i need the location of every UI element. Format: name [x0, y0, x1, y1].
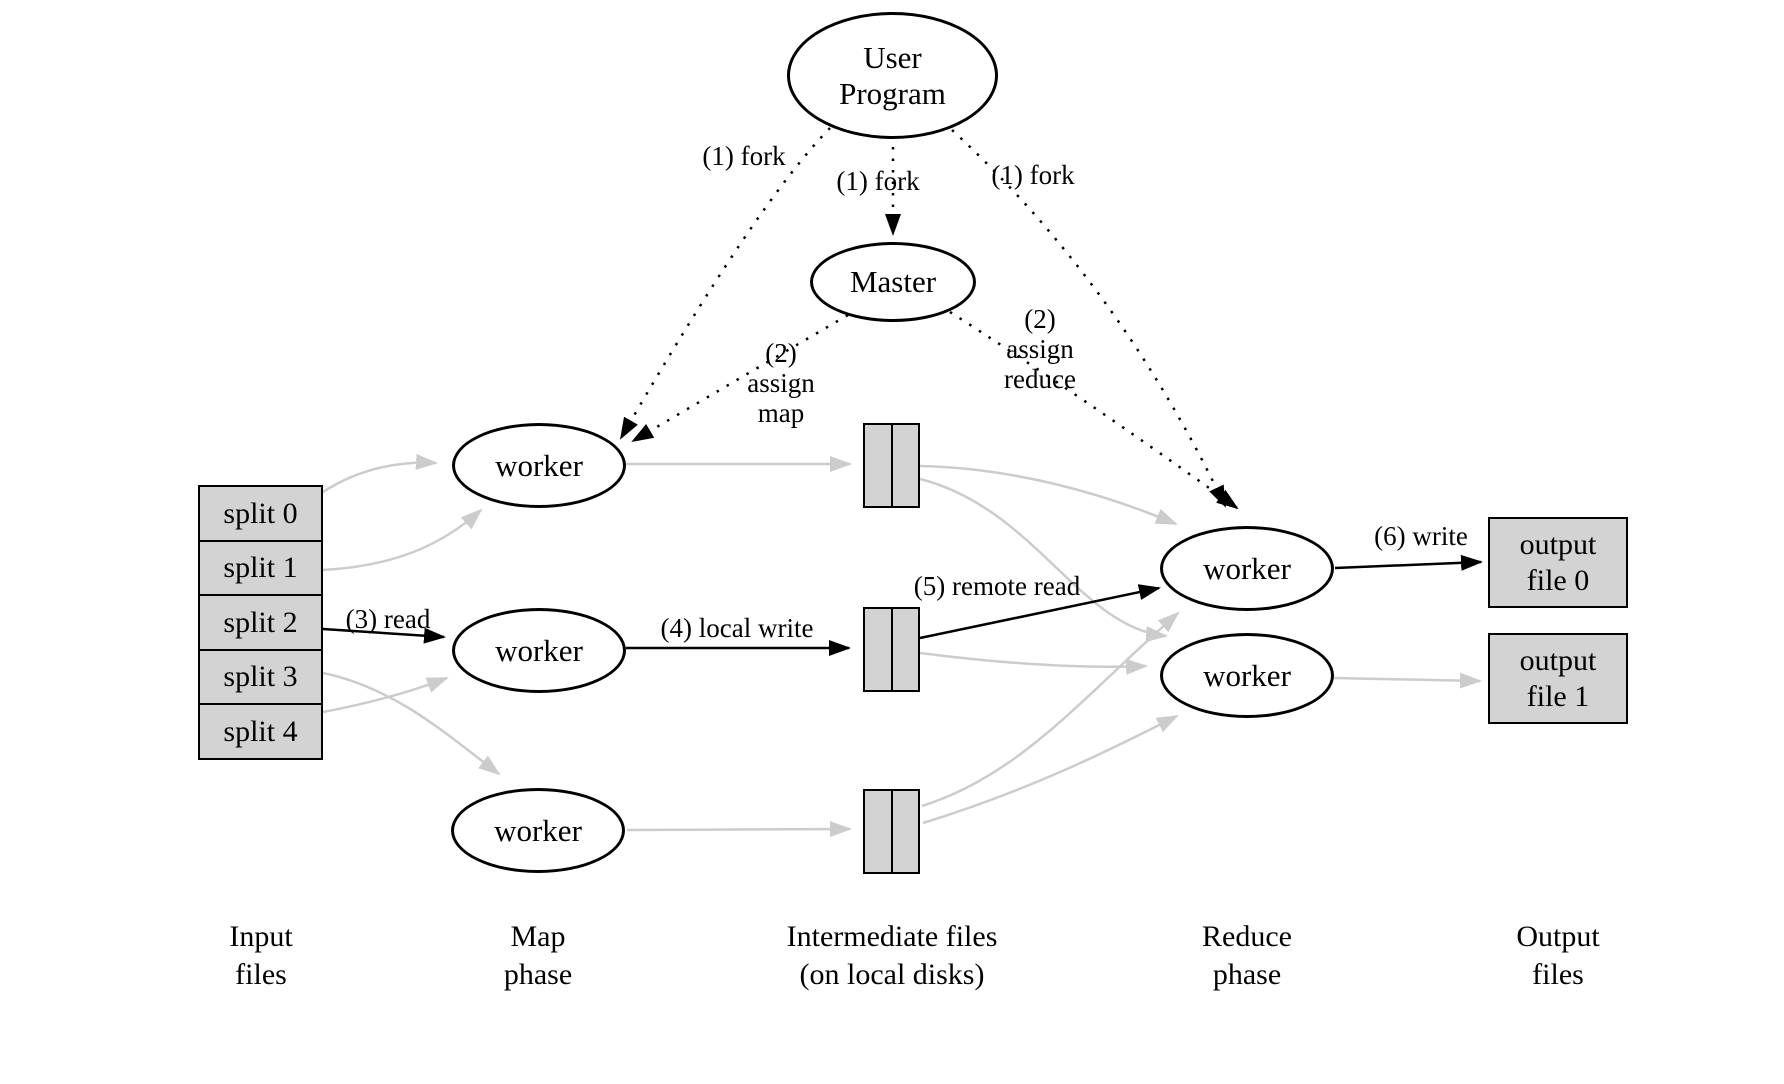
reduce-worker-1-label: worker: [1203, 550, 1291, 586]
edge-reduce-worker2-to-output1: [1333, 672, 1482, 689]
label-assign-reduce-line2: assign: [1006, 334, 1074, 364]
intermediate-file-2: [863, 607, 920, 692]
node-user-program: User Program: [787, 12, 998, 139]
intermediate-file-3-cell-a: [865, 791, 893, 872]
label-assign-map-line3: map: [757, 398, 805, 428]
edge-map-worker3-to-interfile3: [626, 821, 852, 838]
edge-split3-to-map-worker3: [322, 671, 501, 776]
intermediate-file-3: [863, 789, 920, 874]
intermediate-file-1: [863, 423, 920, 508]
split-3: split 3: [198, 648, 323, 706]
phase-label-input-files: Input files: [229, 918, 292, 994]
phase-map-line1: Map: [510, 920, 566, 953]
phase-label-reduce-phase: Reduce phase: [1202, 918, 1292, 994]
label-local-write: (4) local write: [660, 613, 814, 643]
label-write: (6) write: [1374, 521, 1468, 551]
output-file-1: output file 1: [1488, 633, 1628, 724]
phase-label-output-files: Output files: [1516, 918, 1599, 994]
phase-reduce-line1: Reduce: [1202, 920, 1292, 953]
intermediate-file-2-cell-b: [893, 609, 919, 690]
label-assign-reduce: (2) assign reduce: [1004, 304, 1076, 394]
label-remote-read: (5) remote read: [913, 571, 1081, 601]
split-4: split 4: [198, 703, 323, 760]
edge-interfile1-to-reduce-worker1: [919, 464, 1178, 526]
edge-remote-read: [919, 584, 1161, 640]
label-assign-reduce-line1: (2): [1024, 304, 1056, 334]
output-file-1-line1: output: [1519, 643, 1597, 677]
phase-input-line1: Input: [229, 920, 293, 953]
phase-output-line2: files: [1532, 958, 1584, 991]
output-file-0-line2: file 0: [1526, 563, 1590, 597]
edge-assign-map: [631, 313, 849, 443]
edge-interfile3-to-reduce-worker2: [922, 714, 1179, 825]
phase-map-line2: phase: [503, 958, 573, 991]
user-program-label-line1: User: [863, 39, 922, 75]
label-fork-middle: (1) fork: [836, 166, 920, 196]
edge-split0-to-map-worker1: [322, 453, 438, 494]
edge-read: [322, 627, 446, 644]
map-worker-3-label: worker: [494, 812, 582, 848]
split-1: split 1: [198, 539, 323, 597]
edge-interfile1-to-reduce-worker2: [919, 477, 1168, 643]
intermediate-file-1-cell-a: [865, 425, 893, 506]
input-split-stack: split 0 split 1 split 2 split 3 split 4: [198, 485, 323, 760]
label-assign-map: (2) assign map: [747, 338, 815, 428]
phase-label-map-phase: Map phase: [504, 918, 572, 994]
label-fork-right: (1) fork: [991, 160, 1075, 190]
node-master: Master: [810, 242, 976, 322]
user-program-label-line2: Program: [839, 75, 946, 111]
node-map-worker-2: worker: [452, 608, 626, 693]
edge-split4-to-map-worker2: [322, 676, 449, 714]
output-file-0-line1: output: [1519, 527, 1597, 561]
intermediate-file-3-cell-b: [893, 791, 919, 872]
map-worker-2-label: worker: [495, 632, 583, 668]
split-2: split 2: [198, 594, 323, 651]
phase-intermediate-line1: Intermediate files: [786, 920, 998, 953]
label-assign-map-line1: (2): [765, 338, 797, 368]
split-0: split 0: [198, 485, 323, 542]
master-label: Master: [849, 264, 937, 299]
map-worker-1-label: worker: [495, 447, 583, 483]
phase-input-line2: files: [235, 958, 287, 991]
node-reduce-worker-1: worker: [1160, 526, 1334, 611]
output-file-1-line2: file 1: [1526, 679, 1590, 713]
label-fork-left: (1) fork: [702, 141, 786, 171]
node-map-worker-1: worker: [452, 423, 626, 508]
node-reduce-worker-2: worker: [1160, 633, 1334, 718]
edge-assign-reduce: [949, 310, 1239, 510]
edge-interfile2-to-reduce-worker2: [919, 651, 1148, 675]
intermediate-file-1-cell-b: [893, 425, 919, 506]
label-assign-reduce-line3: reduce: [1004, 364, 1076, 394]
output-file-0: output file 0: [1488, 517, 1628, 608]
edge-split1-to-map-worker1: [322, 508, 483, 572]
intermediate-file-2-cell-a: [865, 609, 893, 690]
label-read: (3) read: [345, 604, 431, 634]
edge-interfile3-to-reduce-worker1: [921, 611, 1180, 808]
node-map-worker-3: worker: [451, 788, 625, 873]
phase-intermediate-line2: (on local disks): [799, 958, 985, 991]
reduce-worker-2-label: worker: [1203, 657, 1291, 693]
edge-write: [1334, 554, 1483, 571]
phase-reduce-line2: phase: [1212, 958, 1282, 991]
phase-output-line1: Output: [1516, 920, 1600, 953]
phase-label-intermediate-files: Intermediate files (on local disks): [787, 918, 998, 994]
label-assign-map-line2: assign: [747, 368, 815, 398]
